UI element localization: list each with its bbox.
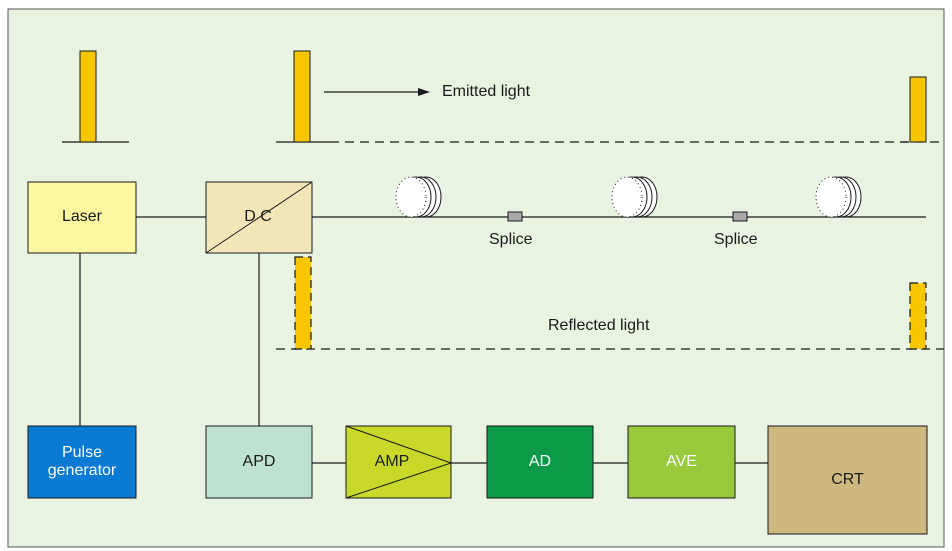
emitted-light-label: Emitted light — [442, 83, 531, 100]
apd-block — [205, 425, 313, 499]
pulse-generator-label: Pulse generator — [47, 443, 117, 479]
pulse-generator-block — [27, 425, 137, 499]
ave-block — [627, 425, 736, 499]
emitted-pulse-right — [900, 76, 944, 143]
amp-label: AMP — [374, 452, 410, 470]
emitted-pulse-mid — [276, 50, 330, 143]
reflected-pulse-left — [294, 256, 312, 350]
laser-block — [27, 181, 137, 254]
reflected-light-label: Reflected light — [548, 317, 650, 334]
crt-block — [767, 425, 928, 535]
fiber-spool-icon — [611, 176, 658, 218]
amp-block — [345, 425, 453, 499]
crt-label: CRT — [831, 470, 864, 488]
splice-icon — [732, 211, 748, 222]
splice-label-2: Splice — [714, 231, 758, 248]
dc-block — [205, 181, 313, 254]
arrow-right-icon — [324, 88, 430, 96]
laser-label: Laser — [61, 208, 103, 226]
reflected-pulse-right — [909, 282, 927, 350]
splice-label-1: Splice — [489, 231, 533, 248]
apd-label: APD — [242, 452, 276, 470]
ad-label: AD — [528, 452, 552, 470]
ad-block — [486, 425, 594, 499]
dc-label: D C — [244, 208, 272, 226]
emitted-pulse-left — [62, 50, 129, 143]
fiber-spool-icon — [815, 176, 862, 218]
fiber-spool-icon — [395, 176, 442, 218]
ave-label: AVE — [666, 452, 697, 470]
splice-icon — [507, 211, 523, 222]
